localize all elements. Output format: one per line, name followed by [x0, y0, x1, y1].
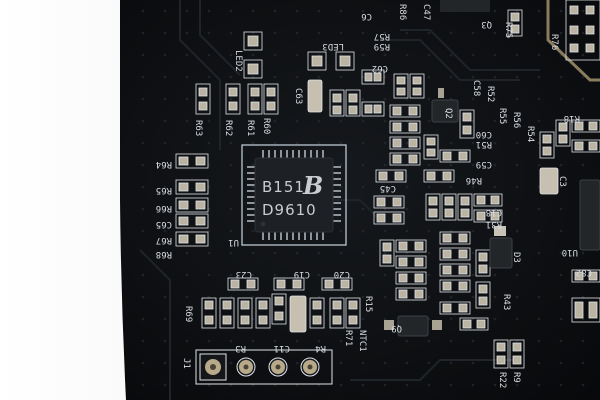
silk-c82: C82 — [576, 267, 592, 277]
silk-c62: C62 — [372, 63, 388, 73]
silk-r68: R68 — [156, 249, 172, 259]
silk-c20: C20 — [334, 269, 350, 279]
silk-r31: R31 — [486, 219, 502, 229]
silk-u1: U1 — [228, 237, 239, 247]
ic-chip-body — [254, 157, 334, 233]
silk-r54: R54 — [525, 126, 535, 142]
silk-r86: R86 — [397, 4, 407, 20]
silk-r67: R67 — [156, 235, 172, 245]
silk-r61: R61 — [245, 120, 255, 136]
chip-marking-line2: D9610 — [262, 201, 317, 219]
chip-logo: B — [302, 171, 323, 200]
silk-r76: R76 — [549, 34, 559, 50]
ic-pin1-dot — [260, 221, 266, 227]
silk-r52: R52 — [485, 86, 495, 102]
silk-led2: LED2 — [233, 50, 243, 72]
silk-r18: R18 — [564, 113, 580, 123]
silk-r22: R22 — [497, 372, 507, 388]
silk-r3: R3 — [235, 343, 246, 353]
silk-r56: R56 — [511, 112, 521, 128]
silk-j1: J1 — [181, 358, 191, 369]
silk-d3: D3 — [511, 252, 521, 263]
silk-c45: C45 — [380, 183, 396, 193]
smd-components — [175, 0, 600, 369]
silk-r15: R15 — [363, 296, 373, 312]
silk-c58: C58 — [471, 80, 481, 96]
silk-r57: R57 — [374, 31, 390, 41]
silk-r9: R9 — [511, 372, 521, 383]
silk-r71: R71 — [343, 330, 353, 346]
silk-r62: R62 — [223, 120, 233, 136]
silk-c18: C18 — [486, 207, 502, 217]
silk-c60: C60 — [476, 129, 492, 139]
transistors — [384, 0, 600, 337]
ic-pins — [247, 150, 341, 240]
silk-r65: R65 — [156, 185, 172, 195]
silk-ntc1: NTC1 — [357, 330, 367, 352]
silk-c65: C65 — [156, 219, 172, 229]
silk-r59: R59 — [374, 41, 390, 51]
silk-c47: C47 — [421, 4, 431, 20]
silk-r43: R43 — [501, 294, 511, 310]
silk-r60: R60 — [261, 118, 271, 134]
silk-c59: C59 — [476, 159, 492, 169]
silk-r64: R64 — [156, 159, 172, 169]
silk-c19: C19 — [294, 269, 310, 279]
silk-r75: R75 — [503, 22, 513, 38]
silk-r4: R4 — [315, 343, 326, 353]
silk-r69: R69 — [183, 306, 193, 322]
silk-r51: R51 — [476, 139, 492, 149]
silk-led3: LED3 — [322, 41, 344, 51]
silk-r46: R46 — [466, 175, 482, 185]
silkscreen-labels: LED2 LED3 C6 Q3 R86 C47 R57 R59 C62 C63 … — [156, 4, 592, 388]
silk-c63: C63 — [293, 88, 303, 104]
silk-r63: R63 — [193, 120, 203, 136]
silk-r66: R66 — [156, 203, 172, 213]
silk-c11: C11 — [274, 343, 290, 353]
silk-c6: C6 — [361, 11, 372, 21]
silk-q3: Q3 — [481, 19, 492, 29]
ic-silk-outline — [241, 144, 347, 246]
chip-marking-line1: B151 — [262, 178, 305, 196]
silk-r55: R55 — [497, 108, 507, 124]
silk-c3: C3 — [557, 176, 567, 187]
silk-u10: U10 — [562, 247, 578, 257]
j1-header — [195, 349, 333, 385]
silk-q2: Q2 — [443, 108, 453, 119]
silk-q9: Q9 — [391, 323, 402, 333]
via-field — [125, 0, 600, 400]
silk-c23: C23 — [236, 269, 252, 279]
